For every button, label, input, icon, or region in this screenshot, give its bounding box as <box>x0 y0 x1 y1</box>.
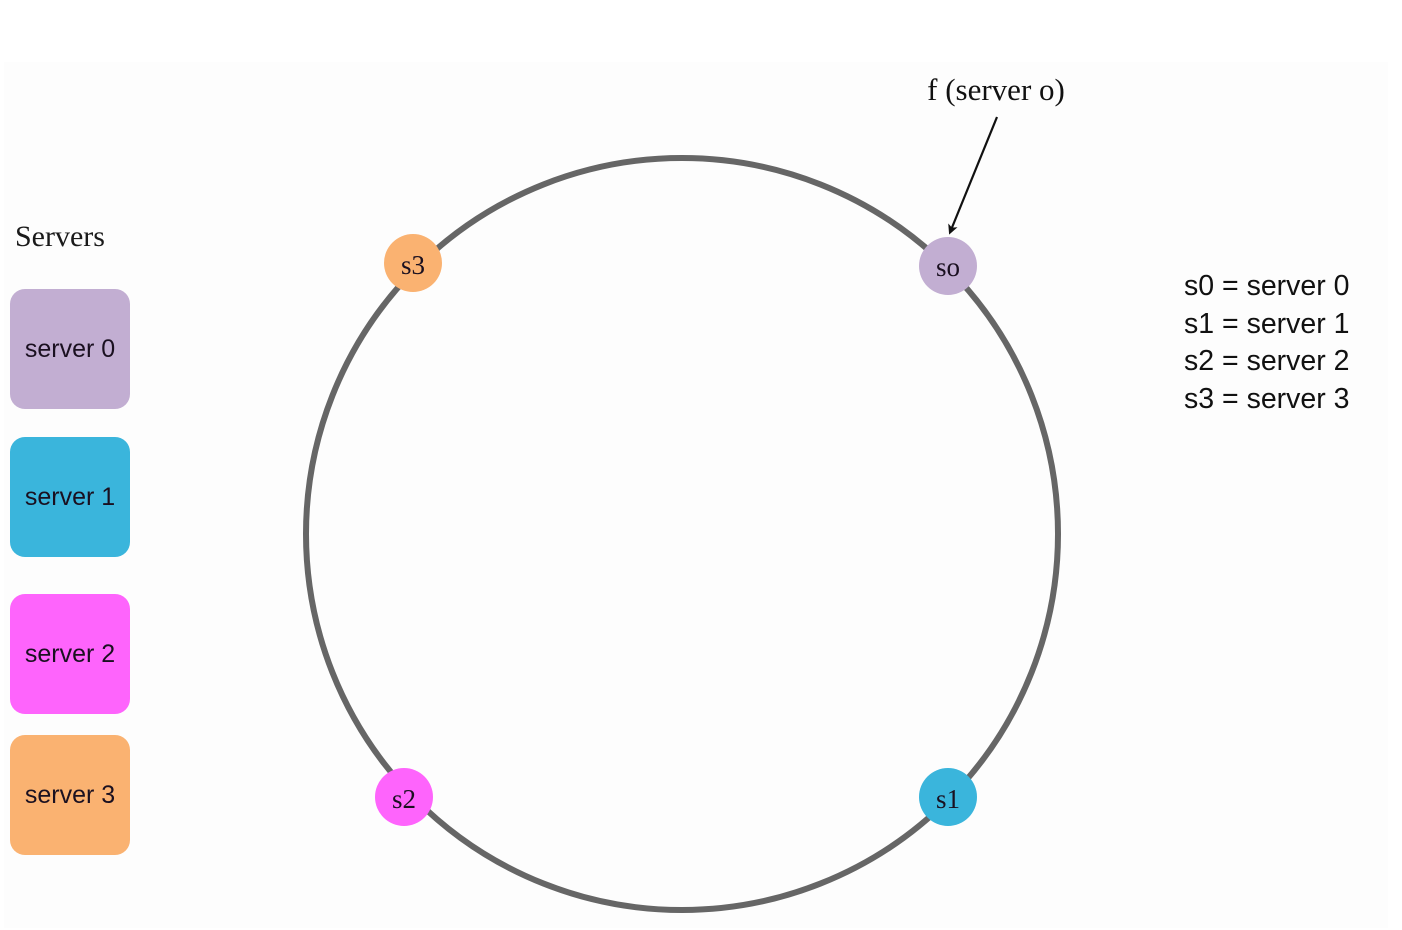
server-0-label: server 0 <box>24 334 116 363</box>
node-s1: s1 <box>919 768 977 826</box>
diagram-canvas <box>4 62 1388 928</box>
legend-item: s3 = server 3 <box>1184 382 1350 415</box>
server-1-box: server 1 <box>10 437 130 557</box>
node-s2-label: s2 <box>392 784 416 814</box>
node-legend: s0 = server 0 s1 = server 1 s2 = server … <box>1184 268 1350 418</box>
server-3-label: server 3 <box>24 780 116 809</box>
node-s2: s2 <box>375 768 433 826</box>
server-1-label: server 1 <box>24 482 116 511</box>
node-s1-label: s1 <box>936 784 960 814</box>
server-2-box: server 2 <box>10 594 130 714</box>
node-s0: so <box>919 237 977 295</box>
legend-item: s2 = server 2 <box>1184 345 1350 377</box>
server-3-box: server 3 <box>10 735 130 855</box>
server-0-box: server 0 <box>10 289 130 409</box>
node-s0-label: so <box>936 252 960 282</box>
legend-item: s1 = server 1 <box>1184 307 1350 340</box>
hash-function-label: f (server o) <box>927 72 1065 107</box>
servers-heading: Servers <box>15 220 105 253</box>
server-2-label: server 2 <box>24 639 116 668</box>
legend-item: s0 = server 0 <box>1184 270 1350 302</box>
node-s3-label: s3 <box>401 250 425 280</box>
node-s3: s3 <box>384 234 442 292</box>
hash-ring <box>303 155 1061 913</box>
arrow-icon <box>948 116 999 235</box>
